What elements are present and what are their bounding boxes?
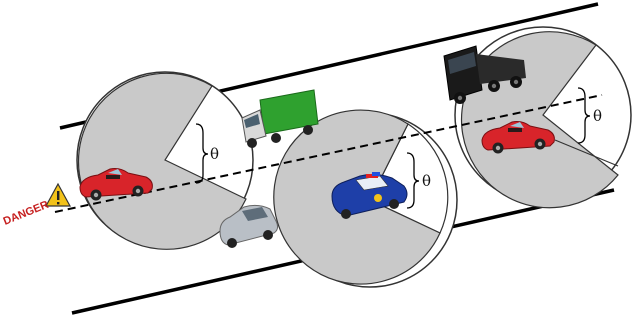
angle-label-right: θ [593,107,602,125]
sensing-zone-right [454,26,632,209]
black-semi-truck-icon [443,45,526,104]
angle-label-left: θ [210,145,219,163]
angle-bracket-right [577,87,591,144]
danger-label: DANGER [2,199,51,228]
red-convertible-icon [481,121,555,154]
angle-bracket-left [195,123,209,184]
warning-sign-icon [44,182,72,207]
angle-label-middle: θ [422,172,431,190]
police-car-icon [331,172,408,219]
angle-bracket-middle [406,152,420,209]
sensing-zone-left [76,71,254,250]
silver-car-icon [219,204,279,248]
red-convertible-icon [79,168,153,201]
green-cargo-truck-icon [241,89,319,148]
